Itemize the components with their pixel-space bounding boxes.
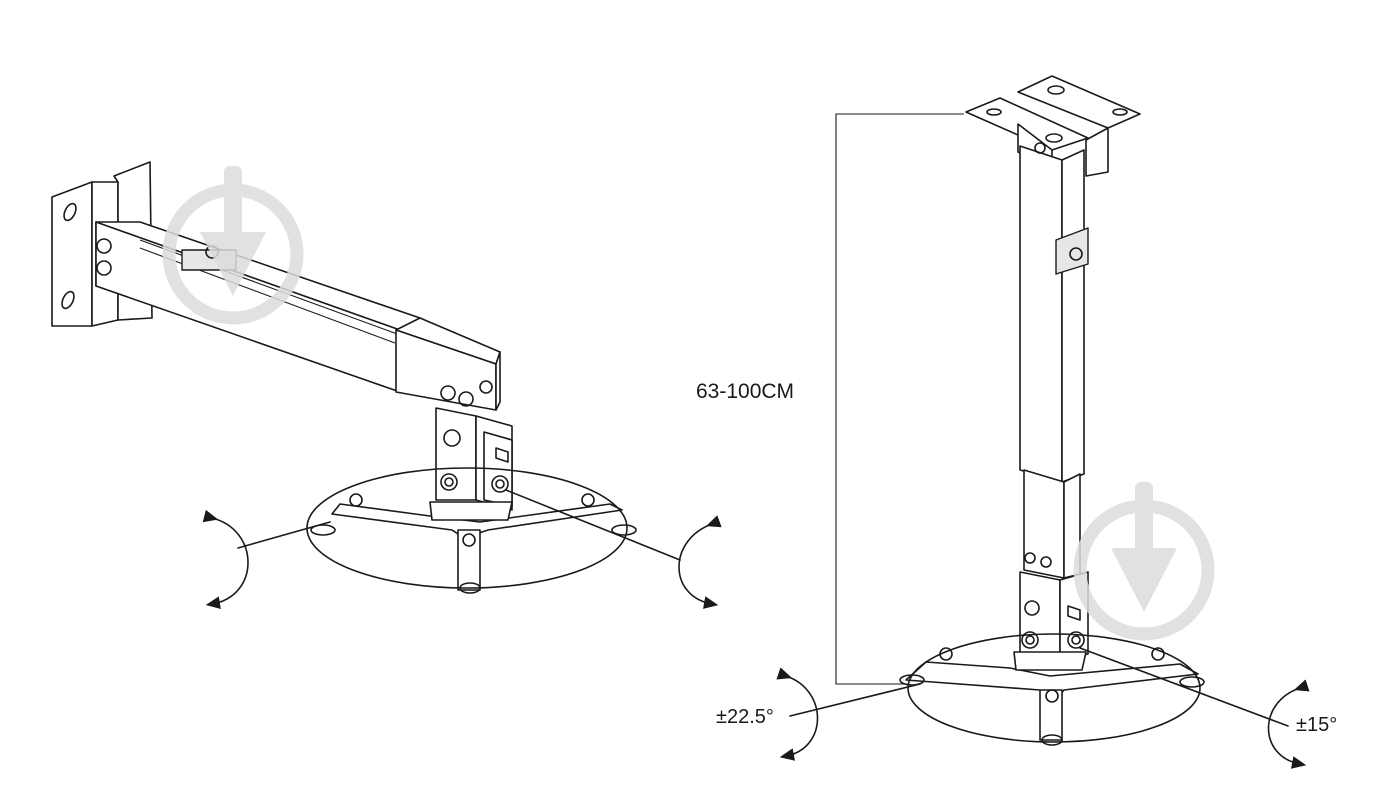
tilt-head bbox=[435, 407, 513, 511]
rotation-arrow-icon bbox=[678, 515, 722, 609]
length-range-label: 63-100CM bbox=[696, 380, 795, 403]
watermark-icon bbox=[162, 166, 304, 325]
rotation-arrow-icon bbox=[776, 667, 819, 761]
spider-base bbox=[310, 493, 637, 594]
extension-pole bbox=[1019, 142, 1089, 579]
length-dimension-line bbox=[835, 113, 964, 685]
rotation-arrow-icon bbox=[1267, 679, 1310, 769]
spider-base bbox=[899, 647, 1205, 746]
rotation-arrow-icon bbox=[202, 509, 249, 609]
wall-mount-assembly bbox=[51, 161, 722, 609]
tilt-angle-label: ±22.5° bbox=[716, 706, 774, 728]
swivel-range-ellipse bbox=[907, 633, 1201, 743]
watermark-icon bbox=[1073, 482, 1215, 641]
swivel-angle-label: ±15° bbox=[1296, 714, 1338, 736]
ceiling-mount-assembly bbox=[776, 75, 1310, 769]
